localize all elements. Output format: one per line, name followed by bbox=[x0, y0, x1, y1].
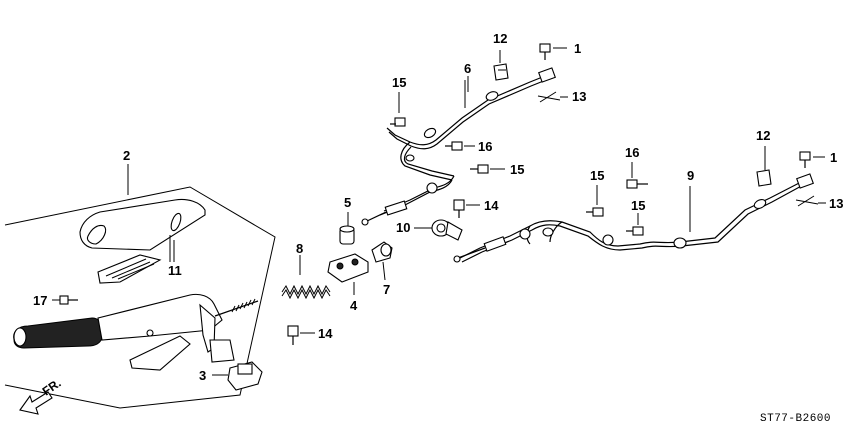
callout-16-lower: 16 bbox=[625, 145, 639, 160]
switch-3 bbox=[212, 361, 263, 391]
callout-9: 9 bbox=[687, 168, 694, 183]
callout-15-middle: 15 bbox=[510, 162, 524, 177]
callout-15-upper-left: 15 bbox=[392, 75, 406, 90]
clip-13-lower bbox=[795, 195, 826, 207]
bolt-1-lower bbox=[799, 151, 825, 168]
callout-12-upper: 12 bbox=[493, 31, 507, 46]
cable-9 bbox=[453, 173, 814, 263]
callout-14-upper: 14 bbox=[484, 198, 499, 213]
nut-14-lower bbox=[287, 325, 315, 345]
bolt-16-upper bbox=[445, 141, 475, 151]
equalizer-4 bbox=[327, 253, 369, 295]
bolt-15-middle bbox=[470, 164, 505, 174]
callout-10: 10 bbox=[396, 220, 410, 235]
bolt-15-upper-left bbox=[390, 92, 406, 127]
callout-1-upper: 1 bbox=[574, 41, 581, 56]
spring-8 bbox=[281, 255, 331, 300]
bolt-15-lower-left bbox=[586, 185, 604, 217]
callout-15-lower-left: 15 bbox=[590, 168, 604, 183]
callout-13-lower: 13 bbox=[829, 196, 843, 211]
bolt-16-lower bbox=[626, 162, 648, 189]
callout-8: 8 bbox=[296, 241, 303, 256]
sleeve-5 bbox=[339, 212, 355, 245]
callout-14-lower: 14 bbox=[318, 326, 333, 341]
callout-7: 7 bbox=[383, 282, 390, 297]
grommet-10 bbox=[414, 219, 463, 241]
lever-boot bbox=[79, 198, 206, 284]
bolt-15-lower-right bbox=[626, 213, 644, 236]
bolt-1-upper bbox=[539, 43, 567, 60]
parking-brake-lever bbox=[13, 293, 259, 371]
clip-7 bbox=[371, 241, 393, 281]
clip-12-upper bbox=[493, 50, 509, 81]
callout-1-lower: 1 bbox=[830, 150, 837, 165]
callout-6: 6 bbox=[464, 61, 471, 76]
callout-15-lower-right: 15 bbox=[631, 198, 645, 213]
lever-assembly-box bbox=[4, 164, 276, 409]
diagram-code: ST77-B2600 bbox=[760, 413, 831, 425]
callout-16-upper: 16 bbox=[478, 139, 492, 154]
bolt-17 bbox=[52, 295, 78, 305]
bolt-14-upper bbox=[453, 199, 480, 218]
callout-2: 2 bbox=[123, 148, 130, 163]
callout-12-lower: 12 bbox=[756, 128, 770, 143]
callout-17: 17 bbox=[33, 293, 47, 308]
callout-11: 11 bbox=[168, 263, 182, 278]
callout-5: 5 bbox=[344, 195, 351, 210]
cable-6 bbox=[361, 67, 556, 226]
callout-4: 4 bbox=[350, 298, 358, 313]
callout-3: 3 bbox=[199, 368, 206, 383]
callout-13-upper: 13 bbox=[572, 89, 586, 104]
clip-13-upper bbox=[537, 91, 568, 103]
clip-12-lower bbox=[756, 146, 772, 187]
